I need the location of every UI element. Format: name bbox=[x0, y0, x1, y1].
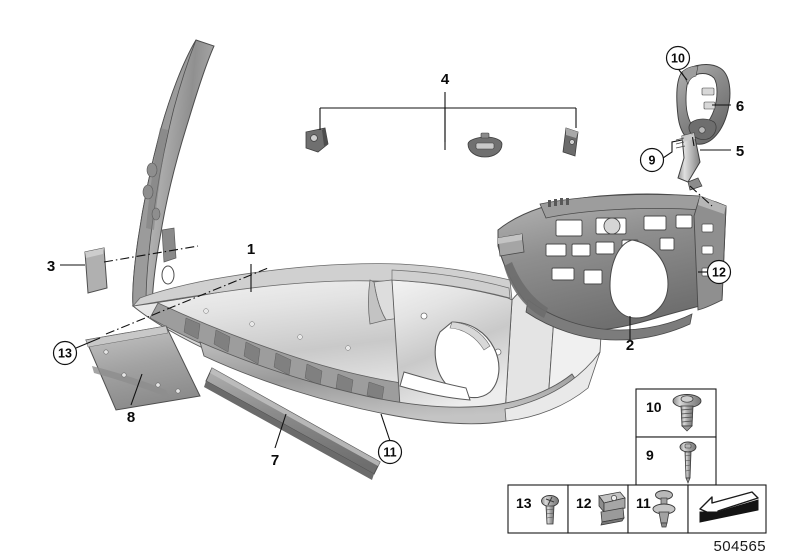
callout-3: 3 bbox=[47, 258, 55, 275]
phillips-screw-icon bbox=[541, 495, 559, 525]
part-bumper-carrier bbox=[497, 193, 727, 341]
callout-6: 6 bbox=[736, 98, 744, 115]
callout-8: 8 bbox=[127, 409, 135, 426]
part-guide-bracket bbox=[675, 132, 703, 191]
part-clip-set bbox=[305, 127, 579, 158]
part-side-support-bracket bbox=[676, 64, 731, 145]
cage-nut-icon bbox=[598, 491, 626, 526]
svg-text:13: 13 bbox=[58, 347, 72, 361]
direction-arrow-icon bbox=[699, 491, 759, 523]
callout-7: 7 bbox=[271, 452, 279, 469]
legend-item-12: 12 bbox=[567, 484, 629, 534]
callout-2: 2 bbox=[626, 337, 634, 354]
flange-bolt-icon bbox=[672, 394, 702, 432]
expanding-rivet-icon bbox=[652, 490, 676, 528]
leader-lines bbox=[60, 69, 731, 449]
legend-panel: 10 9 bbox=[507, 388, 767, 555]
callout-labels: 1 2 3 4 5 6 7 8 9 10 11 12 bbox=[47, 45, 744, 469]
legend-item-arrow bbox=[687, 484, 767, 534]
callout-10-circled: 10 bbox=[665, 45, 691, 71]
svg-text:10: 10 bbox=[671, 52, 685, 66]
diagram-id: 504565 bbox=[714, 538, 766, 555]
callout-9-circled: 9 bbox=[639, 147, 665, 173]
legend-label-10: 10 bbox=[646, 399, 662, 415]
legend-label-12: 12 bbox=[576, 495, 592, 511]
callout-5: 5 bbox=[736, 143, 744, 160]
svg-text:9: 9 bbox=[649, 154, 656, 168]
part-lower-trim-strip bbox=[204, 367, 381, 480]
callout-12-circled: 12 bbox=[706, 259, 732, 285]
thin-screw-icon bbox=[679, 441, 697, 484]
part-bumper-trim-panel bbox=[131, 39, 605, 425]
legend-item-10: 10 bbox=[635, 388, 717, 438]
legend-item-13: 13 bbox=[507, 484, 569, 534]
svg-text:12: 12 bbox=[712, 266, 726, 280]
legend-label-11: 11 bbox=[636, 495, 651, 511]
callout-11-circled: 11 bbox=[377, 439, 403, 465]
callout-13-circled: 13 bbox=[52, 340, 78, 366]
legend-item-11: 11 bbox=[627, 484, 689, 534]
legend-label-9: 9 bbox=[646, 447, 654, 463]
callout-4: 4 bbox=[441, 71, 450, 88]
legend-label-13: 13 bbox=[516, 495, 532, 511]
callout-1: 1 bbox=[247, 241, 255, 258]
legend-item-9: 9 bbox=[635, 436, 717, 486]
part-licence-plate-base bbox=[85, 325, 201, 411]
part-cover-flap bbox=[84, 247, 108, 294]
svg-text:11: 11 bbox=[383, 446, 396, 460]
